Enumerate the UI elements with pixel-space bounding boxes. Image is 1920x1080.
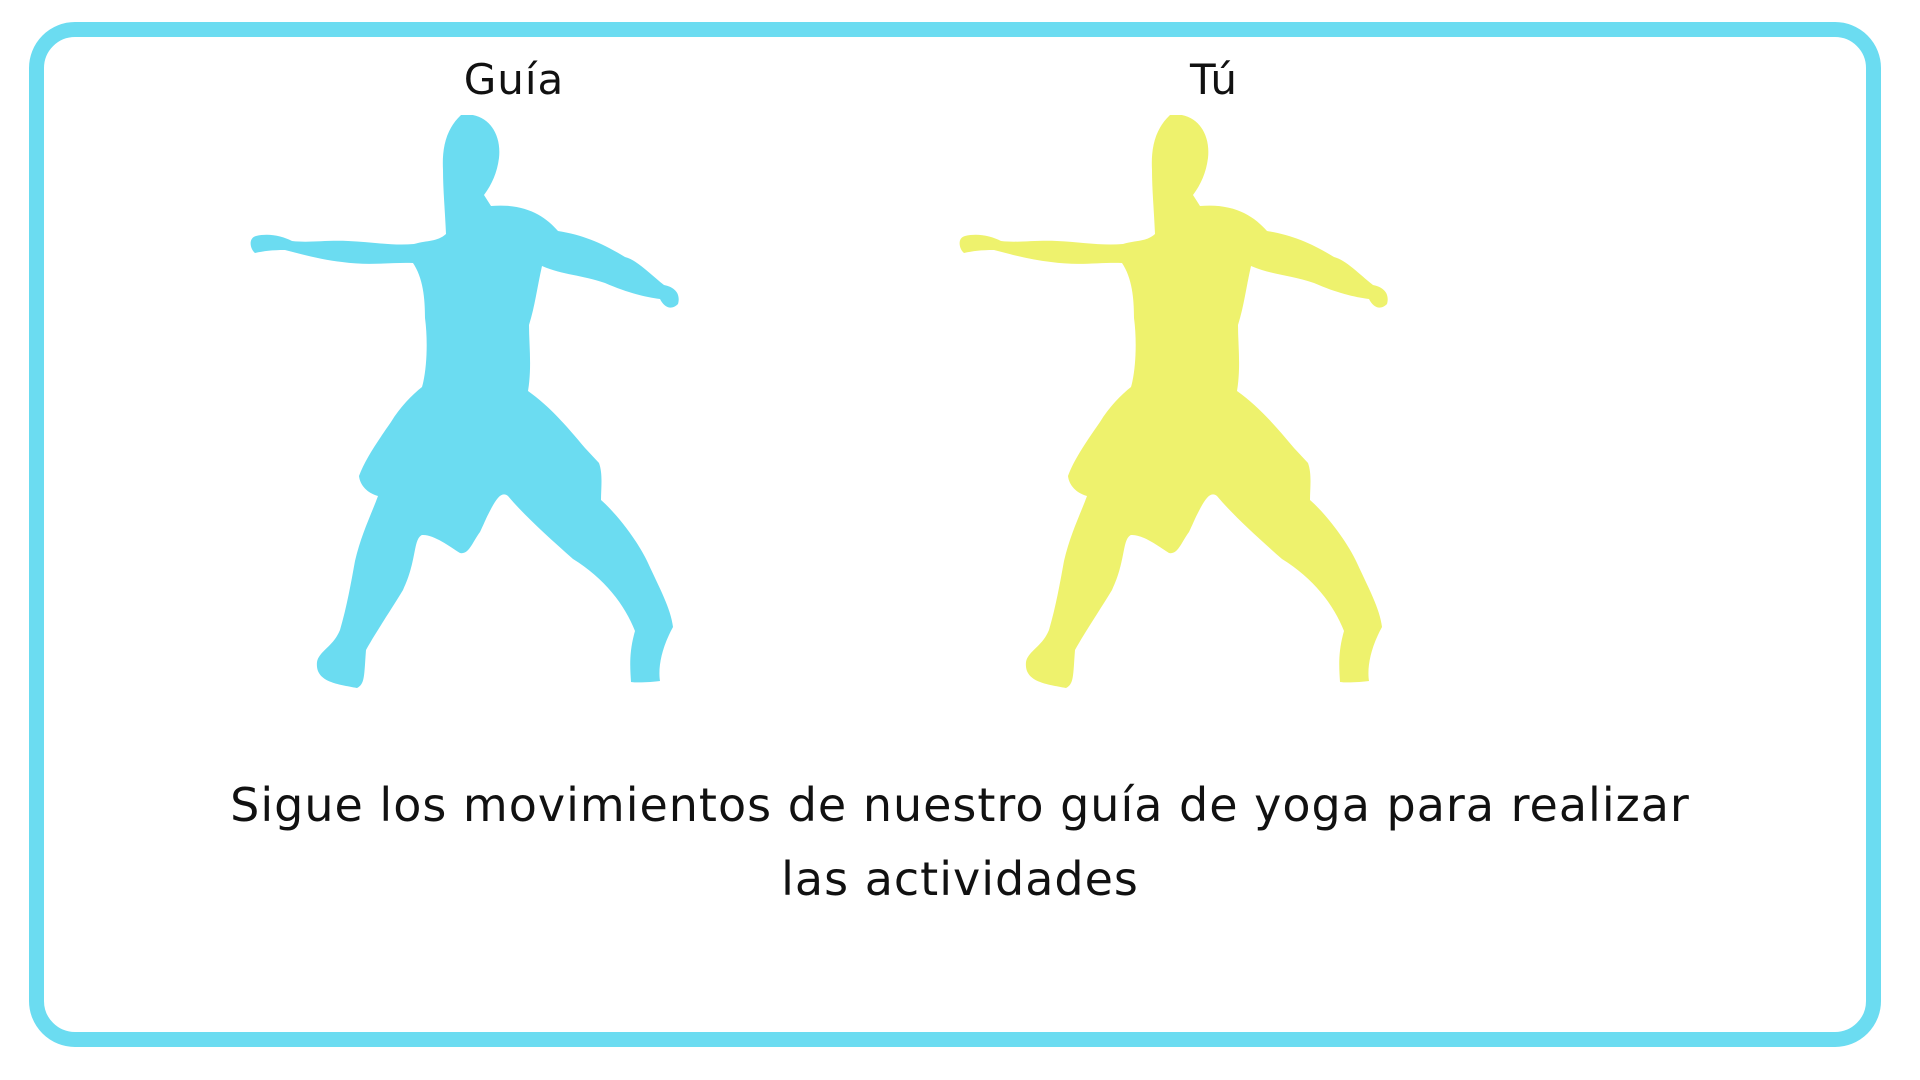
you-yoga-silhouette-icon bbox=[959, 115, 1388, 688]
guide-label: Guía bbox=[463, 55, 565, 104]
instruction-line-2: las actividades bbox=[781, 852, 1139, 906]
instruction-text: Sigue los movimientos de nuestro guía de… bbox=[170, 768, 1750, 916]
you-label: Tú bbox=[1190, 55, 1238, 104]
instruction-line-1: Sigue los movimientos de nuestro guía de… bbox=[230, 778, 1690, 832]
guide-yoga-silhouette-icon bbox=[250, 115, 679, 688]
instruction-card bbox=[29, 22, 1881, 1047]
